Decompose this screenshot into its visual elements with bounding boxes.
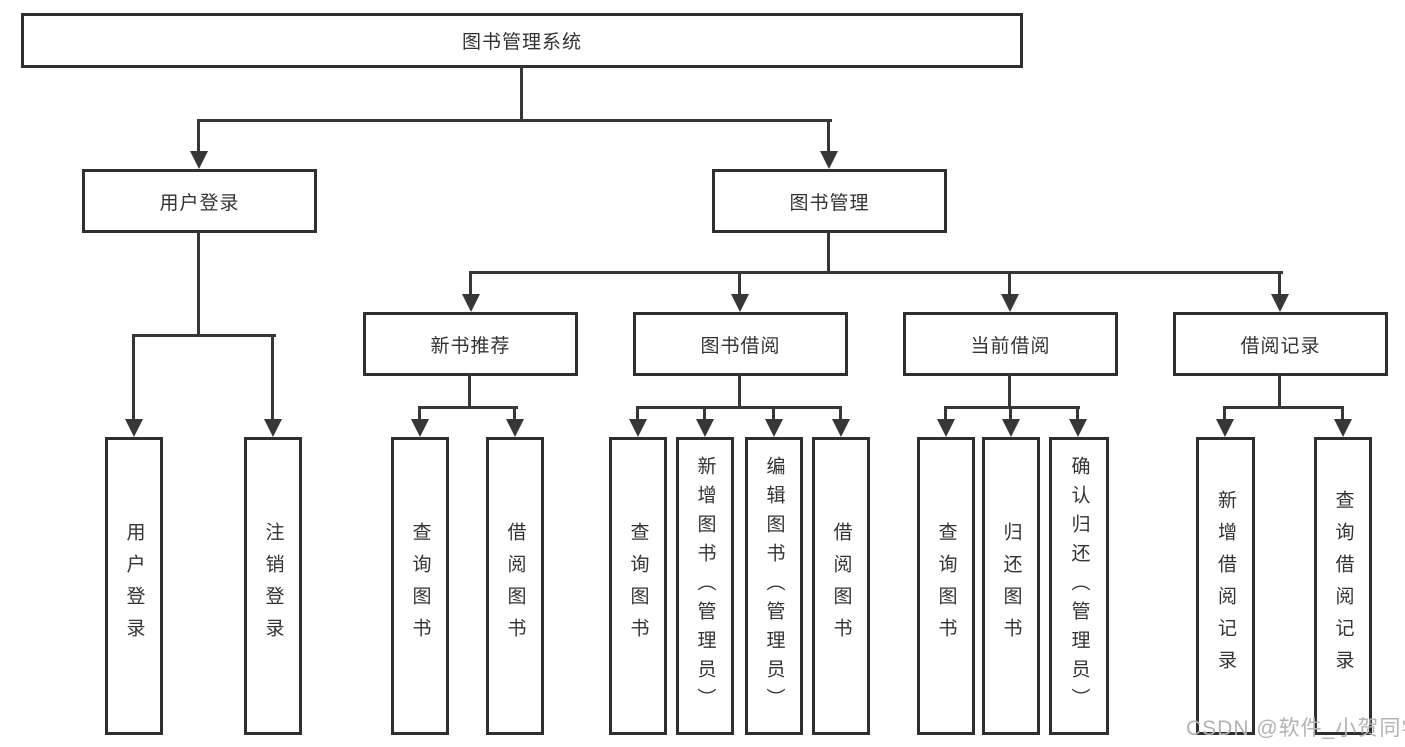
node-label: 查询图书 [409, 522, 431, 650]
connector-line [1278, 271, 1281, 298]
arrow-down-icon [1069, 419, 1087, 437]
node-label: 查询图书 [627, 522, 649, 650]
arrow-down-icon [190, 151, 208, 169]
connector-line [636, 406, 639, 423]
connector-line [827, 231, 830, 273]
node-user-login: 用户登录 [82, 169, 317, 233]
leaf-user-login: 用户登录 [105, 437, 163, 735]
arrow-down-icon [937, 419, 955, 437]
connector-line [468, 374, 471, 408]
connector-line [418, 406, 518, 409]
node-borrow-records: 借阅记录 [1173, 312, 1388, 376]
connector-line [271, 334, 274, 423]
node-book-management: 图书管理 [712, 169, 947, 233]
connector-line [197, 119, 200, 155]
connector-line [636, 406, 842, 409]
arrow-down-icon [765, 419, 783, 437]
leaf-borrow-query-books: 查询图书 [609, 437, 667, 735]
arrow-down-icon [411, 419, 429, 437]
node-label: 用户登录 [123, 522, 145, 650]
node-label: 归还图书 [1000, 522, 1022, 650]
leaf-logout: 注销登录 [244, 437, 302, 735]
connector-line [738, 271, 741, 298]
arrow-down-icon [832, 419, 850, 437]
node-label: 用户登录 [159, 192, 240, 214]
connector-line [197, 119, 832, 122]
node-label: 借阅图书 [830, 522, 852, 650]
node-label: 当前借阅 [970, 335, 1051, 357]
arrow-down-icon [1271, 294, 1289, 312]
node-book-borrow: 图书借阅 [633, 312, 848, 376]
node-new-book-recommend: 新书推荐 [363, 312, 578, 376]
arrow-down-icon [629, 419, 647, 437]
connector-line [738, 374, 741, 408]
connector-line [418, 406, 421, 423]
connector-line [469, 271, 1283, 274]
leaf-current-confirm-return: 确认归还（管理员） [1049, 437, 1109, 735]
arrow-down-icon [264, 419, 282, 437]
node-label: 借阅记录 [1240, 335, 1321, 357]
leaf-rec-query-books: 查询图书 [391, 437, 449, 735]
connector-line [1008, 271, 1011, 298]
node-label: 新增图书（管理员） [694, 455, 716, 717]
csdn-watermark: CSDN @软件_小贺同学 [1186, 717, 1405, 740]
arrow-down-icon [1001, 294, 1019, 312]
connector-line [703, 406, 706, 423]
leaf-records-add: 新增借阅记录 [1196, 437, 1255, 735]
node-label: 新增借阅记录 [1215, 490, 1236, 682]
leaf-borrow-borrow-books: 借阅图书 [812, 437, 870, 735]
arrow-down-icon [125, 419, 143, 437]
arrow-down-icon [462, 294, 480, 312]
connector-line [197, 231, 200, 337]
connector-line [1009, 406, 1012, 423]
node-current-borrow: 当前借阅 [903, 312, 1118, 376]
arrow-down-icon [696, 419, 714, 437]
node-label: 图书管理 [789, 192, 870, 214]
node-label: 图书管理系统 [461, 32, 582, 53]
node-label: 编辑图书（管理员） [763, 455, 785, 717]
connector-line [520, 66, 523, 122]
node-root: 图书管理系统 [21, 13, 1023, 68]
connector-line [827, 119, 830, 155]
arrow-down-icon [820, 151, 838, 169]
node-label: 查询图书 [935, 522, 957, 650]
node-label: 借阅图书 [504, 522, 526, 650]
arrow-down-icon [1002, 419, 1020, 437]
node-label: 新书推荐 [430, 335, 511, 357]
connector-line [839, 406, 842, 423]
connector-line [1278, 374, 1281, 408]
leaf-borrow-add-books: 新增图书（管理员） [676, 437, 734, 735]
leaf-current-query-books: 查询图书 [917, 437, 975, 735]
leaf-records-query: 查询借阅记录 [1314, 437, 1372, 735]
node-label: 查询借阅记录 [1332, 490, 1354, 682]
connector-line [132, 334, 276, 337]
connector-line [1008, 374, 1011, 408]
connector-line [944, 406, 1080, 409]
connector-line [132, 334, 135, 423]
connector-line [469, 271, 472, 298]
connector-line [1223, 406, 1226, 423]
arrow-down-icon [1216, 419, 1234, 437]
node-label: 图书借阅 [700, 335, 781, 357]
connector-line [1076, 406, 1079, 423]
leaf-borrow-edit-books: 编辑图书（管理员） [745, 437, 803, 735]
connector-line [944, 406, 947, 423]
connector-line [1223, 406, 1344, 409]
connector-line [513, 406, 516, 423]
node-label: 确认归还（管理员） [1068, 455, 1090, 717]
leaf-rec-borrow-books: 借阅图书 [486, 437, 544, 735]
arrow-down-icon [506, 419, 524, 437]
arrow-down-icon [731, 294, 749, 312]
arrow-down-icon [1334, 419, 1352, 437]
node-label: 注销登录 [262, 522, 284, 650]
leaf-current-return-books: 归还图书 [982, 437, 1040, 735]
connector-line [1341, 406, 1344, 423]
connector-line [772, 406, 775, 423]
